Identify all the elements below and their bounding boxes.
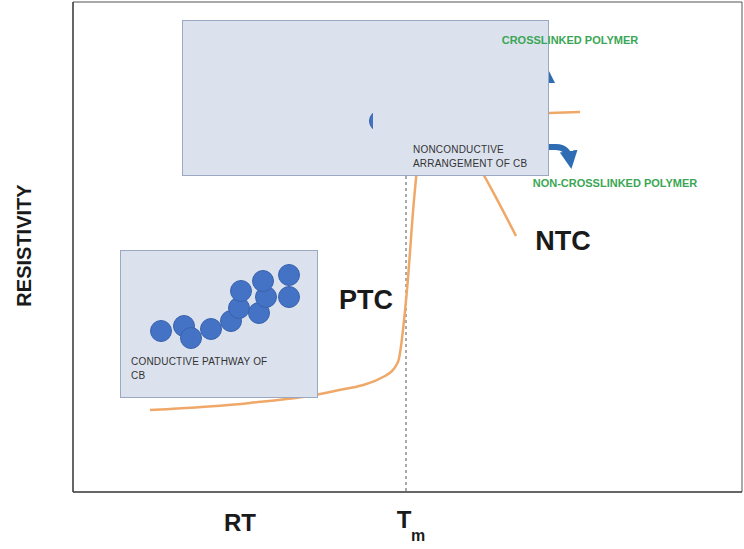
carbon-black-particle — [201, 319, 222, 340]
frame-line — [73, 2, 742, 3]
branch-label: CROSSLINKED POLYMER — [502, 34, 639, 46]
carbon-black-particle — [253, 271, 274, 292]
carbon-black-particle — [370, 111, 374, 132]
axis-title: RESISTIVITY — [13, 184, 36, 306]
carbon-black-particle — [181, 328, 202, 349]
axis-tick-label: RT — [224, 509, 256, 537]
carbon-black-particle — [372, 161, 374, 162]
carbon-black-particle — [279, 265, 300, 286]
particle-illustration — [183, 21, 373, 161]
x-axis — [73, 491, 742, 493]
particle-illustration — [121, 251, 319, 399]
axis-tick-label: T — [397, 506, 412, 534]
inset-caption: CONDUCTIVE PATHWAY OF CB — [131, 355, 281, 382]
carbon-black-particle — [151, 321, 172, 342]
carbon-black-particle — [279, 287, 300, 308]
y-axis — [72, 2, 74, 492]
inset-caption: NONCONDUCTIVE ARRANGEMENT OF CB — [413, 143, 543, 170]
carbon-black-particle — [231, 281, 252, 302]
axis-tick-subscript: m — [411, 527, 425, 545]
inset-box: NONCONDUCTIVE ARRANGEMENT OF CB — [182, 20, 549, 176]
region-label: NTC — [535, 226, 591, 257]
region-label: PTC — [339, 285, 393, 316]
inset-box: CONDUCTIVE PATHWAY OF CB — [120, 250, 318, 398]
branch-label: NON-CROSSLINKED POLYMER — [533, 177, 698, 189]
frame-line — [742, 2, 743, 492]
